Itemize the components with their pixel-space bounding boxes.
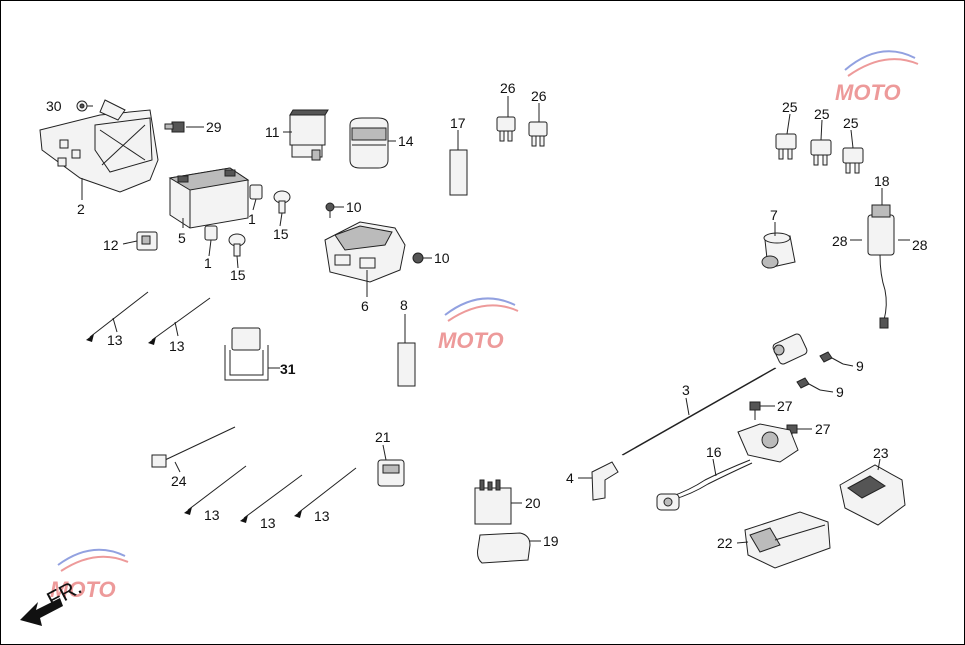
callout-15: 15 xyxy=(273,226,289,242)
callout-15: 15 xyxy=(230,267,246,283)
part-ecu xyxy=(744,511,831,569)
callout-4: 4 xyxy=(566,470,574,486)
part-sensor xyxy=(850,204,910,329)
leader-lines xyxy=(81,96,883,544)
callout-24: 24 xyxy=(171,473,187,489)
callout-13: 13 xyxy=(204,507,220,523)
callout-2: 2 xyxy=(77,201,85,217)
callout-30: 30 xyxy=(46,98,62,114)
callout-1: 1 xyxy=(204,255,212,271)
part-bolt xyxy=(164,121,185,133)
callout-5: 5 xyxy=(178,230,186,246)
callout-13: 13 xyxy=(314,508,330,524)
part-starter-relay xyxy=(349,117,389,169)
part-clip xyxy=(136,231,158,251)
callout-10: 10 xyxy=(434,250,450,266)
part-terminal-bolt xyxy=(228,190,291,257)
callout-27: 27 xyxy=(777,398,793,414)
part-relay-bracket xyxy=(224,327,269,381)
callout-9: 9 xyxy=(836,384,844,400)
part-sensor-harness xyxy=(656,423,799,511)
watermark-logo: MOTO xyxy=(835,50,919,105)
callout-25: 25 xyxy=(814,106,830,122)
callout-21: 21 xyxy=(375,429,391,445)
callout-12: 12 xyxy=(103,237,119,253)
part-battery xyxy=(168,167,250,229)
watermark-text: MOTO xyxy=(50,577,116,602)
watermark-logo: MOTO xyxy=(50,548,129,602)
watermark-text: MOTO xyxy=(438,328,504,353)
callout-20: 20 xyxy=(525,495,541,511)
callout-17: 17 xyxy=(450,115,466,131)
callout-9: 9 xyxy=(856,358,864,374)
part-ignition-coil-lead xyxy=(621,333,808,456)
callout-1: 1 xyxy=(248,211,256,227)
callout-18: 18 xyxy=(874,173,890,189)
callout-27: 27 xyxy=(815,421,831,437)
callout-8: 8 xyxy=(400,297,408,313)
part-relay-cover xyxy=(477,532,531,564)
callout-3: 3 xyxy=(682,382,690,398)
part-battery-tray xyxy=(39,99,159,193)
callout-19: 19 xyxy=(543,533,559,549)
callout-22: 22 xyxy=(717,535,733,551)
part-fuse-plate xyxy=(449,149,468,196)
part-rubber-cap xyxy=(761,232,796,269)
callout-31: 31 xyxy=(280,361,296,377)
callout-13: 13 xyxy=(260,515,276,531)
callout-10: 10 xyxy=(346,199,362,215)
callout-29: 29 xyxy=(206,119,222,135)
watermark-text: MOTO xyxy=(835,80,901,105)
part-connector-block xyxy=(839,464,906,526)
part-fuse-box xyxy=(324,221,406,283)
part-fuse xyxy=(775,133,864,174)
part-long-cable-tie xyxy=(151,426,236,468)
part-nut xyxy=(76,100,88,112)
callout-23: 23 xyxy=(873,445,889,461)
part-screw xyxy=(796,351,844,391)
callout-14: 14 xyxy=(398,133,414,149)
callout-25: 25 xyxy=(782,99,798,115)
part-spark-plug-cap xyxy=(591,461,619,501)
callout-labels: 30 29 2 11 14 17 26 26 25 25 25 18 7 28 … xyxy=(46,80,928,551)
callout-11: 11 xyxy=(265,124,280,140)
watermark-logo: MOTO xyxy=(438,297,519,353)
part-fuse-plate xyxy=(397,342,416,387)
callout-13: 13 xyxy=(169,338,185,354)
callout-7: 7 xyxy=(770,207,778,223)
callout-28: 28 xyxy=(832,233,848,249)
callout-25: 25 xyxy=(843,115,859,131)
callout-6: 6 xyxy=(361,298,369,314)
part-relay-box xyxy=(289,109,329,161)
callout-26: 26 xyxy=(531,88,547,104)
part-cable-tie xyxy=(86,291,357,523)
callout-26: 26 xyxy=(500,80,516,96)
callout-13: 13 xyxy=(107,332,123,348)
part-relay xyxy=(474,479,512,525)
callout-16: 16 xyxy=(706,444,722,460)
part-fuse xyxy=(496,116,548,147)
callout-28: 28 xyxy=(912,237,928,253)
part-connector xyxy=(377,459,405,487)
